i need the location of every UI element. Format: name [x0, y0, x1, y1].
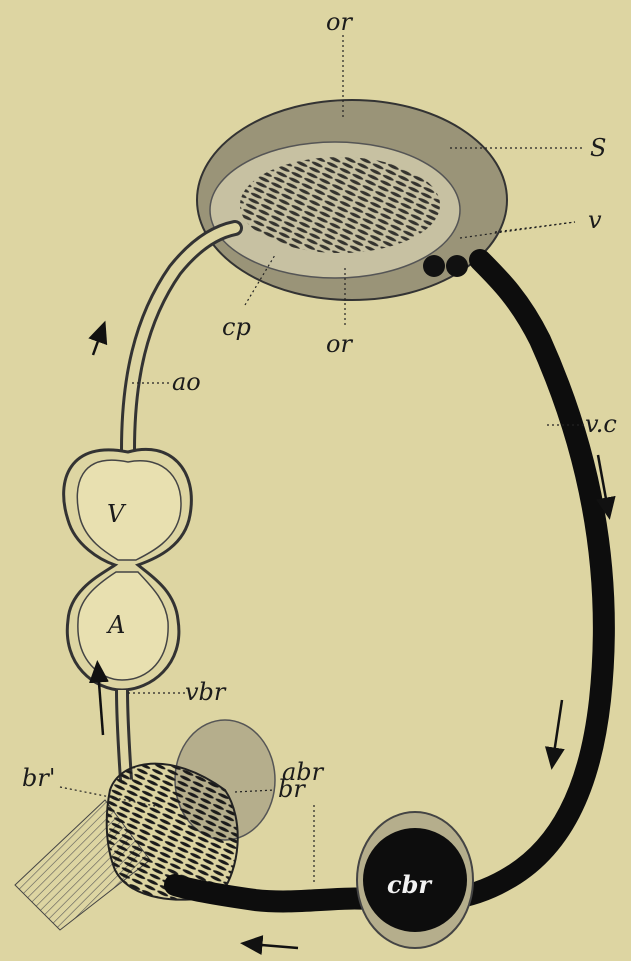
label-vbr: vbr [185, 678, 227, 706]
heart [64, 449, 192, 690]
arrow-up-left [93, 330, 102, 355]
label-ventricle: V [107, 500, 127, 528]
label-or-bottom: or [326, 330, 353, 358]
label-v: v [588, 206, 602, 234]
label-atrium: A [106, 611, 125, 639]
systemic-capillary-organ [197, 100, 507, 300]
label-cbr: cbr [387, 870, 433, 899]
label-or-top: or [326, 8, 353, 36]
arrow-left-bottom [250, 944, 298, 948]
vein-opening-2 [446, 255, 468, 277]
vein-opening-1 [423, 255, 445, 277]
label-s: S [590, 134, 606, 162]
arrow-down-right-lower [553, 700, 562, 760]
label-abr: abr [282, 758, 325, 786]
label-br-prime: br' [22, 764, 55, 792]
label-vc: v.c [585, 410, 617, 438]
label-cp: cp [222, 313, 251, 341]
label-ao: ao [172, 368, 201, 396]
